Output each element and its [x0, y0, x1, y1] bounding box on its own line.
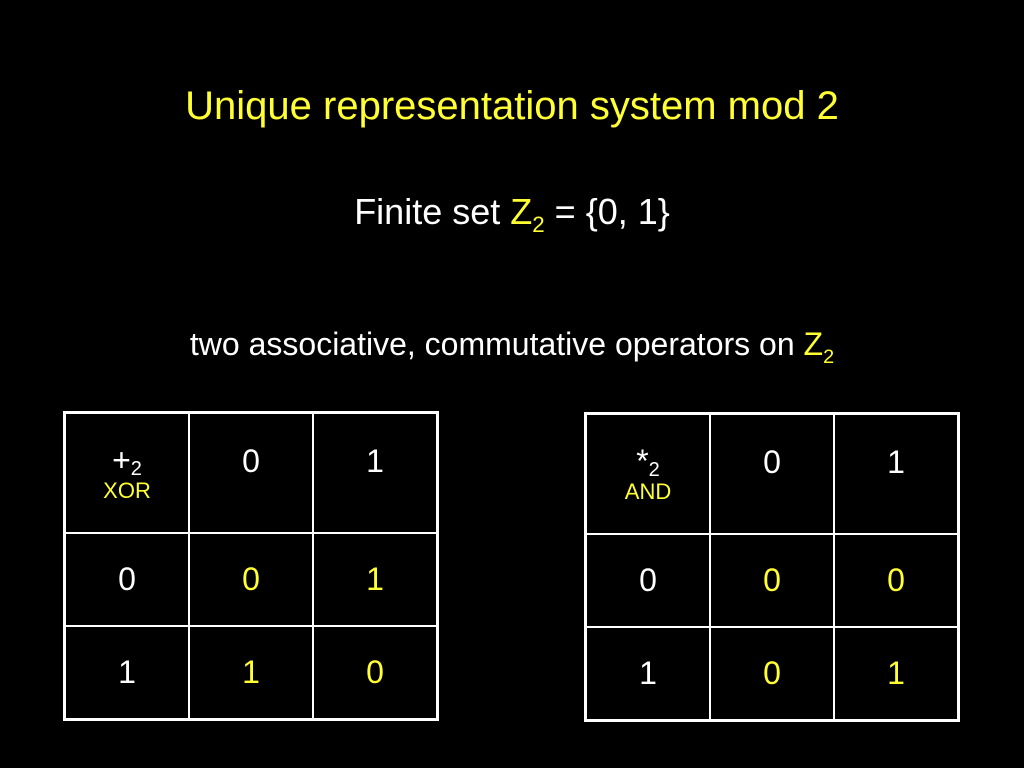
finite-set-line: Finite set Z2 = {0, 1}: [0, 190, 1024, 239]
xor-result-cell: 1: [312, 532, 439, 627]
and-operator-sign: *: [636, 443, 649, 479]
xor-column-header-label: 0: [242, 442, 260, 479]
and-column-header: 0: [709, 412, 835, 535]
xor-result-cell: 0: [312, 625, 439, 721]
xor-operator-subscript: 2: [130, 458, 142, 480]
and-column-header: 1: [833, 412, 960, 535]
slide-title: Unique representation system mod 2: [185, 84, 839, 128]
operators-line-prefix: two associative, commutative operators o…: [189, 326, 804, 362]
xor-operator-symbol: +2: [66, 442, 188, 479]
and-table: *2 AND 0 1 0 0 0 1 0 1: [584, 412, 960, 722]
and-table-header-row: *2 AND 0 1: [584, 412, 960, 535]
xor-operator-sign: +: [112, 442, 131, 478]
xor-table-row: 0 0 1: [63, 532, 439, 627]
finite-set-subscript: 2: [532, 212, 545, 238]
operators-line: two associative, commutative operators o…: [0, 324, 1024, 369]
and-result-cell: 1: [833, 626, 960, 722]
xor-result-cell: 1: [188, 625, 314, 721]
and-result-cell: 0: [709, 626, 835, 722]
xor-row-header: 1: [63, 625, 190, 721]
finite-set-symbol: Z: [510, 191, 533, 232]
and-row-header: 1: [584, 626, 711, 722]
xor-column-header: 0: [188, 411, 314, 534]
xor-column-header-label: 1: [366, 442, 384, 479]
xor-row-header: 0: [63, 532, 190, 627]
xor-table-header-row: +2 XOR 0 1: [63, 411, 439, 534]
xor-table-row: 1 1 0: [63, 625, 439, 721]
operators-line-subscript: 2: [823, 345, 835, 368]
operators-line-symbol: Z: [803, 326, 824, 362]
and-operator-name: AND: [624, 479, 672, 504]
and-operator-subscript: 2: [648, 459, 660, 481]
and-operator-cell: *2 AND: [584, 412, 711, 535]
xor-column-header: 1: [312, 411, 439, 534]
and-result-cell: 0: [709, 533, 835, 628]
and-table-row: 1 0 1: [584, 626, 960, 722]
and-row-header: 0: [584, 533, 711, 628]
and-result-cell: 0: [833, 533, 960, 628]
xor-operator-name: XOR: [103, 478, 151, 503]
and-column-header-label: 1: [887, 443, 905, 480]
xor-result-cell: 0: [188, 532, 314, 627]
xor-table: +2 XOR 0 1 0 0 1 1 1 0: [63, 411, 439, 721]
finite-set-prefix: Finite set: [354, 191, 511, 232]
xor-operator-cell: +2 XOR: [63, 411, 190, 534]
and-table-row: 0 0 0: [584, 533, 960, 628]
and-operator-symbol: *2: [587, 443, 709, 480]
and-column-header-label: 0: [763, 443, 781, 480]
finite-set-suffix: = {0, 1}: [544, 191, 670, 232]
